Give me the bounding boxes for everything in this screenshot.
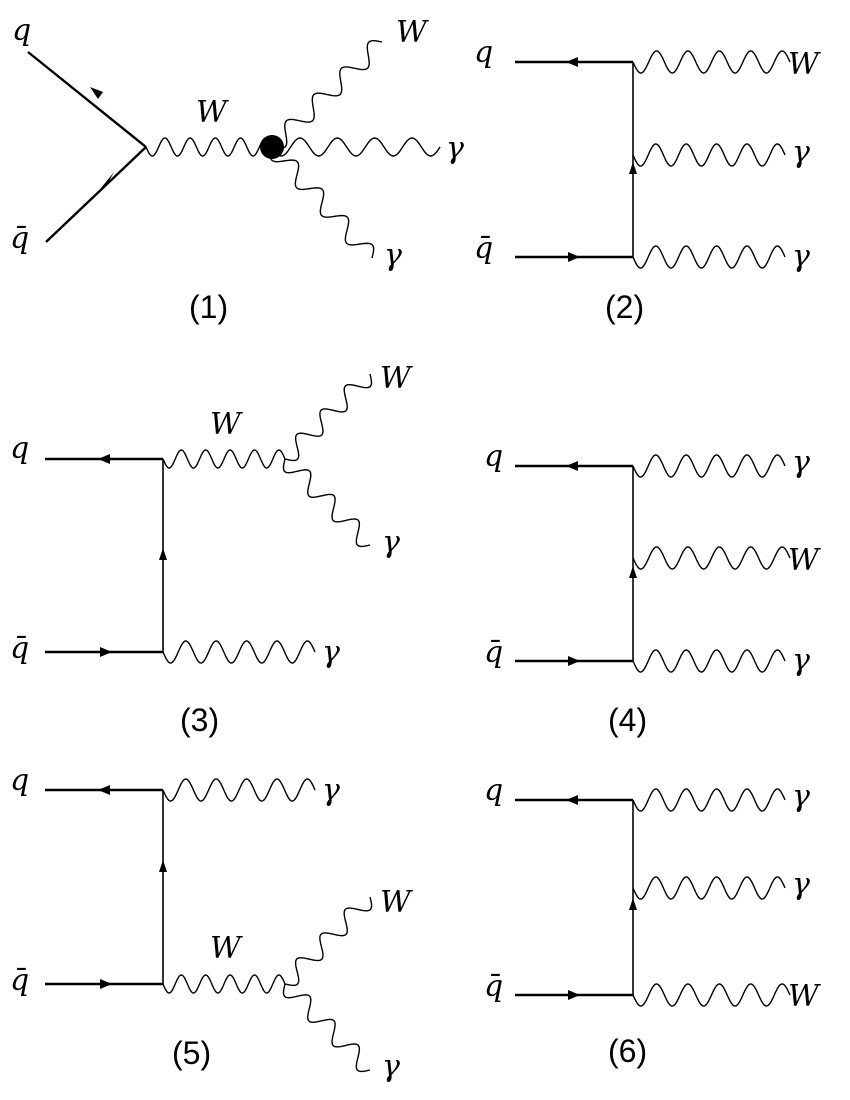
d3-label-out-3: γ: [322, 635, 340, 670]
d1-antiquark-arrow: [101, 172, 114, 188]
d3-caption: (3): [180, 702, 219, 738]
d6-label-out-2: γ: [792, 867, 810, 902]
d3-label-qbar: q̄: [10, 631, 29, 666]
diagram-1: q q̄ W W γ γ (1): [10, 13, 464, 325]
d4-label-qbar: q̄: [484, 635, 503, 670]
d1-effective-vertex-blob: [260, 135, 284, 159]
d2-label-out-3: γ: [792, 239, 810, 274]
d6-quark-arrow: [566, 795, 578, 805]
d3-label-out-2: γ: [382, 525, 400, 560]
d5-photon-outgoing-1: [162, 778, 316, 802]
d3-label-out-1: W: [380, 361, 413, 396]
d1-quark-arrow: [90, 87, 103, 99]
d2-label-qbar: q̄: [474, 231, 493, 266]
d5-label-out-3: γ: [382, 1049, 400, 1084]
d4-photon-outgoing-2: [632, 649, 786, 673]
d4-label-out-1: γ: [792, 445, 810, 480]
d4-propagator-arrow: [629, 566, 637, 578]
d3-w-outgoing: [284, 373, 373, 462]
d1-label-out-2: γ: [446, 131, 464, 166]
diagram-6: q q̄ γ γ W (6): [484, 773, 821, 1069]
d1-photon-outgoing-2: [269, 146, 375, 259]
d1-photon-outgoing-1: [271, 137, 441, 157]
d1-w-outgoing: [271, 39, 383, 150]
d3-label-q: q: [10, 431, 29, 466]
d2-label-out-1: W: [788, 47, 821, 82]
diagram-2: q q̄ W γ γ (2): [474, 35, 821, 325]
d3-w-propagator: [162, 449, 286, 469]
d1-w-propagator: [145, 137, 273, 157]
diagram-4: q q̄ γ W γ (4): [484, 439, 821, 738]
d4-w-outgoing: [632, 546, 791, 570]
d5-w-outgoing: [284, 896, 373, 987]
d6-label-out-1: γ: [792, 779, 810, 814]
d5-label-q: q: [10, 763, 29, 798]
d4-label-out-2: W: [788, 543, 821, 578]
diagram-3: q q̄ W W γ γ (3): [10, 361, 413, 738]
d1-label-out-1: W: [396, 15, 429, 50]
d2-label-out-2: γ: [792, 135, 810, 170]
d3-photon-outgoing-2: [162, 640, 316, 664]
d2-propagator-arrow: [629, 162, 637, 174]
d4-caption: (4): [608, 702, 647, 738]
d6-photon-outgoing-1: [632, 788, 786, 812]
d6-label-q: q: [484, 773, 503, 808]
d3-antiquark-arrow: [100, 647, 112, 657]
d4-quark-arrow: [566, 461, 578, 471]
d3-photon-outgoing-1: [282, 458, 371, 548]
d3-quark-arrow: [98, 454, 110, 464]
d6-propagator-arrow: [629, 898, 637, 910]
d5-label-internal: W: [210, 931, 243, 966]
d5-propagator-arrow: [159, 860, 167, 872]
d5-photon-outgoing-2: [282, 983, 371, 1073]
d5-caption: (5): [172, 1035, 211, 1071]
d4-label-out-3: γ: [792, 643, 810, 678]
d4-label-q: q: [484, 439, 503, 474]
d3-label-internal: W: [210, 407, 243, 442]
d5-label-out-1: γ: [322, 773, 340, 808]
d6-label-out-3: W: [788, 979, 821, 1014]
d2-label-q: q: [474, 35, 493, 70]
d6-label-qbar: q̄: [484, 969, 503, 1004]
d5-w-propagator: [162, 974, 286, 994]
d5-quark-arrow: [98, 785, 110, 795]
diagram-5: q q̄ W γ W γ (5): [10, 763, 413, 1084]
d2-quark-arrow: [566, 57, 578, 67]
d1-label-q: q: [12, 13, 31, 48]
d6-antiquark-arrow: [568, 990, 580, 1000]
d1-label-qbar: q̄: [10, 221, 29, 256]
d4-antiquark-arrow: [568, 656, 580, 666]
d3-propagator-arrow: [159, 548, 167, 560]
d6-photon-outgoing-2: [632, 876, 786, 900]
d2-photon-outgoing-1: [632, 143, 786, 167]
d2-w-outgoing: [632, 50, 791, 74]
d5-label-qbar: q̄: [10, 963, 29, 998]
d1-quark-line: [27, 51, 147, 148]
d1-label-internal: W: [196, 95, 229, 130]
d6-caption: (6): [608, 1033, 647, 1069]
d5-label-out-2: W: [380, 885, 413, 920]
d5-antiquark-arrow: [100, 979, 112, 989]
d1-caption: (1): [189, 289, 228, 325]
d1-label-out-3: γ: [384, 238, 402, 273]
d2-caption: (2): [605, 289, 644, 325]
d2-photon-outgoing-2: [632, 245, 786, 269]
d6-w-outgoing: [632, 983, 791, 1007]
d1-antiquark-line: [45, 146, 147, 243]
d4-photon-outgoing-1: [632, 454, 786, 478]
d2-antiquark-arrow: [568, 252, 580, 262]
